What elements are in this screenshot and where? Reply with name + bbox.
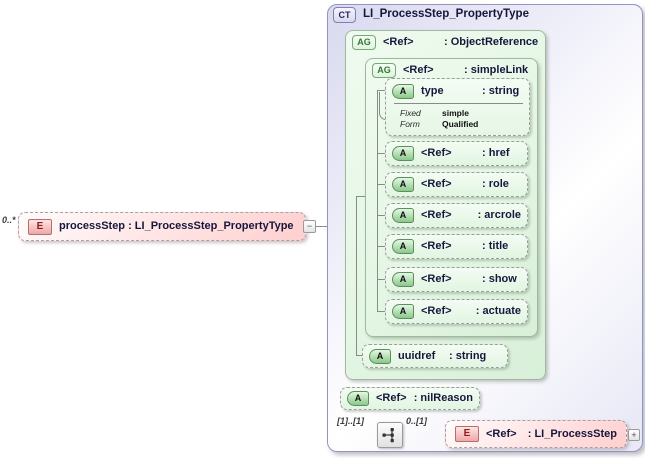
attribute-type-label: : arcrole — [477, 209, 521, 221]
element-icon: E — [455, 426, 479, 442]
connector-line — [377, 153, 385, 154]
complex-type-header: CT LI_ProcessStep_PropertyType — [333, 7, 529, 23]
expand-toggle-icon[interactable]: + — [628, 429, 640, 441]
element-processstep[interactable]: E processStep : LI_ProcessStep_PropertyT… — [18, 212, 306, 241]
attribute-name: <Ref> — [421, 178, 452, 190]
sequence-glyph — [382, 428, 394, 443]
attribute-href[interactable]: A <Ref> : href — [385, 141, 528, 166]
attribute-icon: A — [392, 84, 414, 99]
attribute-type-label: : role — [482, 178, 509, 190]
facet-label: Form — [400, 118, 420, 129]
attribute-icon: A — [392, 239, 414, 254]
attribute-icon: A — [392, 304, 414, 319]
connector-line — [356, 355, 363, 356]
attribute-icon: A — [347, 391, 369, 406]
attribute-actuate[interactable]: A <Ref> : actuate — [385, 299, 528, 324]
attribute-name: type — [421, 85, 444, 97]
facet-connector-arc — [379, 92, 387, 120]
attribute-role[interactable]: A <Ref> : role — [385, 172, 528, 197]
element-ref-type: : LI_ProcessStep — [527, 427, 617, 440]
attribute-icon: A — [369, 348, 391, 364]
attribute-icon: A — [392, 272, 414, 287]
attribute-name: <Ref> — [421, 240, 452, 252]
facet-separator — [394, 103, 523, 104]
connector-trunk — [356, 196, 357, 356]
attribute-type-label: : string — [449, 349, 487, 362]
connector-trunk — [377, 90, 378, 312]
facet-value: Qualified — [442, 118, 479, 129]
attribute-group-name: <Ref> — [403, 64, 434, 76]
attribute-group-type: : simpleLink — [464, 64, 529, 76]
attribute-group-name: <Ref> — [383, 36, 414, 48]
attribute-name: <Ref> — [376, 392, 407, 404]
collapse-symbol: − — [306, 221, 313, 231]
attribute-nilreason[interactable]: A <Ref> : nilReason — [340, 387, 480, 410]
facet-fixed: Fixed simple — [400, 108, 523, 119]
attribute-name: <Ref> — [421, 305, 452, 317]
element-ref-name: <Ref> — [486, 427, 517, 440]
attribute-group-icon: AG — [352, 35, 376, 50]
connector-line — [356, 196, 365, 197]
connector-line — [377, 184, 385, 185]
attribute-type[interactable]: A type : string Fixed simple Form Qualif… — [385, 78, 530, 136]
facet-form: Form Qualified — [400, 119, 523, 130]
attribute-title[interactable]: A <Ref> : title — [385, 234, 528, 259]
complex-type-icon: CT — [333, 7, 356, 23]
attribute-group-type: : ObjectReference — [444, 36, 539, 48]
attribute-icon: A — [392, 208, 414, 223]
connector-line — [377, 279, 385, 280]
attribute-type-label: : show — [482, 273, 517, 285]
sequence-right-cardinality: 0..[1] — [406, 416, 428, 426]
attribute-show[interactable]: A <Ref> : show — [385, 267, 528, 292]
expand-symbol: + — [631, 429, 637, 440]
attribute-name: <Ref> — [421, 147, 452, 159]
attribute-type-label: : nilReason — [413, 392, 473, 404]
connector-line — [377, 215, 385, 216]
attribute-arcrole[interactable]: A <Ref> : arcrole — [385, 203, 528, 228]
attribute-name: uuidref — [398, 349, 436, 362]
attribute-icon: A — [392, 146, 414, 161]
attribute-row: A type : string — [386, 79, 529, 103]
element-icon: E — [28, 218, 52, 235]
attribute-name: <Ref> — [421, 209, 452, 221]
sequence-left-cardinality: [1]..[1] — [337, 416, 364, 426]
sequence-compositor-icon[interactable] — [377, 422, 403, 448]
attribute-type-label: : title — [482, 240, 509, 252]
attribute-type-label: : actuate — [475, 305, 521, 317]
attribute-uuidref[interactable]: A uuidref : string — [362, 344, 508, 368]
connector-line — [377, 311, 385, 312]
facet-list: Fixed simple Form Qualified — [386, 104, 529, 131]
complex-type-title: LI_ProcessStep_PropertyType — [363, 8, 529, 21]
element-cardinality: 0..* — [2, 215, 16, 225]
attribute-group-header: AG <Ref> : simpleLink — [372, 63, 528, 78]
element-ref-li-processstep[interactable]: E <Ref> : LI_ProcessStep — [445, 420, 627, 448]
attribute-group-icon: AG — [372, 63, 396, 78]
collapse-toggle-icon[interactable]: − — [303, 220, 316, 233]
connector-line — [377, 246, 385, 247]
facet-label: Fixed — [400, 108, 421, 118]
element-label: processStep : LI_ProcessStep_PropertyTyp… — [59, 220, 294, 232]
facet-value: simple — [442, 108, 469, 118]
attribute-icon: A — [392, 177, 414, 192]
connector-line — [377, 90, 385, 91]
attribute-type-label: : href — [482, 147, 510, 159]
attribute-group-header: AG <Ref> : ObjectReference — [352, 35, 538, 50]
attribute-name: <Ref> — [421, 273, 452, 285]
attribute-type-label: : string — [482, 85, 520, 97]
